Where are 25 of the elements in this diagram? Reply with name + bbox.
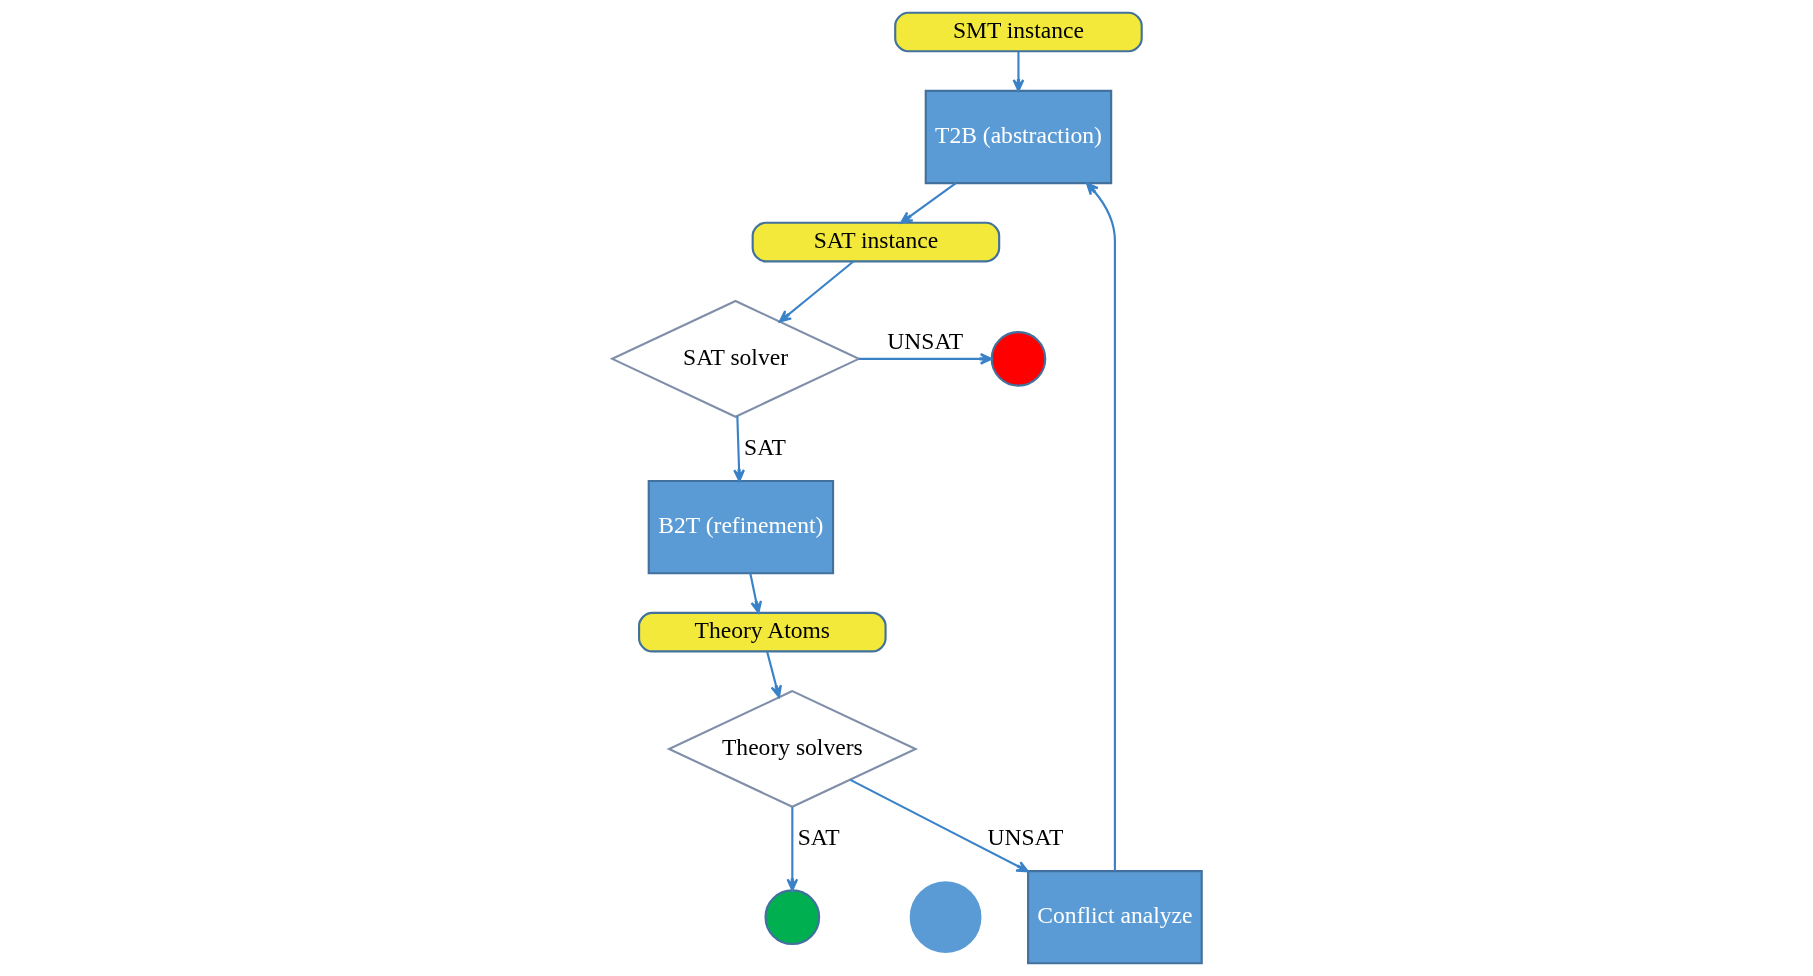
- node-diamond: Theory solvers: [666, 689, 918, 808]
- node-circle: [909, 881, 981, 954]
- arrow: [785, 807, 798, 892]
- edge-label: UNSAT: [986, 823, 1063, 850]
- arrow: [899, 182, 957, 224]
- edge-label: SAT: [743, 433, 786, 460]
- arrow: [778, 260, 854, 323]
- arrow: [1012, 51, 1024, 92]
- edge-label: UNSAT: [886, 327, 963, 354]
- node-box: Conflict analyze: [1026, 870, 1203, 965]
- arrow: [732, 416, 745, 482]
- node-box: T2B (abstraction): [924, 89, 1112, 185]
- node-diamond: SAT solver: [609, 299, 861, 418]
- arrow: [1085, 182, 1116, 871]
- arrow: [858, 352, 993, 365]
- node-box: SMT instance: [893, 11, 1143, 53]
- arrow: [748, 573, 762, 614]
- node-box: Theory Atoms: [637, 611, 887, 653]
- arrow: [765, 651, 782, 698]
- node-circle: [763, 889, 820, 946]
- arrow: [849, 778, 1029, 873]
- node-box: SAT instance: [751, 221, 1000, 263]
- node-box: B2T (refinement): [647, 479, 834, 575]
- edge-label: SAT: [797, 823, 840, 850]
- node-circle: [990, 331, 1046, 387]
